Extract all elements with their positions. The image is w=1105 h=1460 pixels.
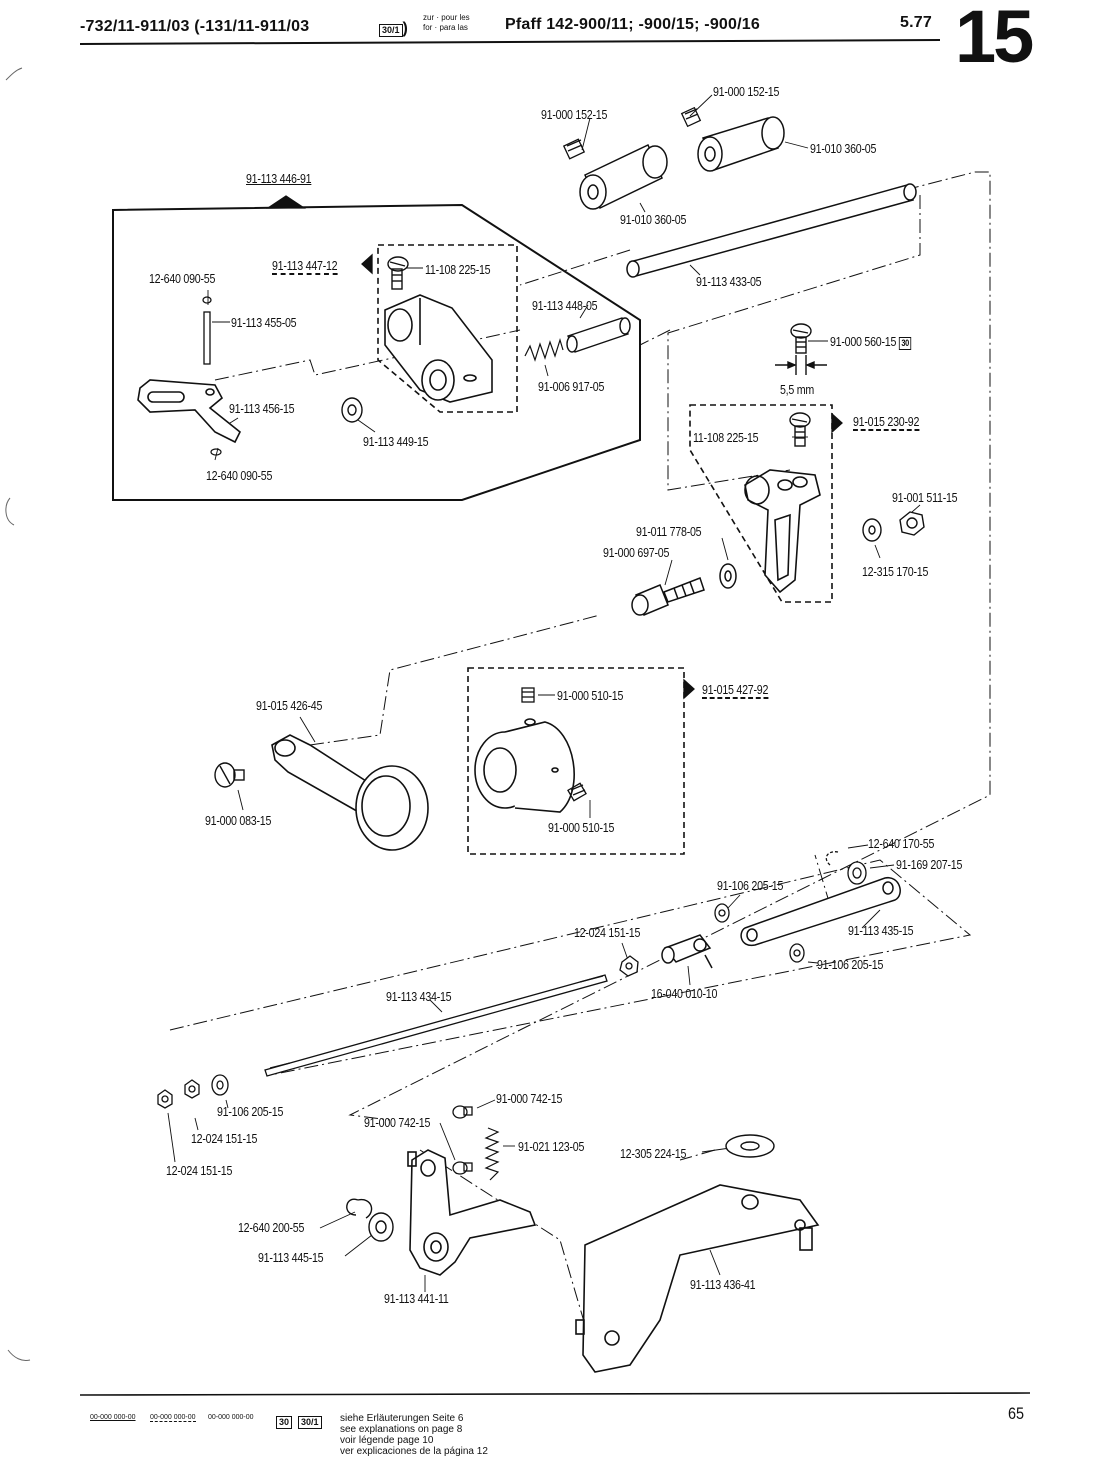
assembly-label: 91-113 446-91: [246, 171, 312, 186]
part-label: 91-010 360-05: [620, 212, 687, 227]
assembly-230-92-pointer: [831, 412, 843, 434]
part-label: 91-113 435-15: [848, 923, 914, 938]
footer-rule: [79, 1392, 1031, 1396]
model-codes-box: 30/1): [379, 20, 408, 38]
part-label: 12-640 090-55: [206, 468, 273, 483]
part-label: 91-169 207-15: [896, 857, 963, 872]
sleeve-b: [697, 116, 785, 172]
issue-date: 5.77: [900, 14, 932, 31]
legend-none: 00-000 000-00: [208, 1414, 254, 1421]
note-es: ver explicaciones de la página 12: [340, 1446, 488, 1457]
part-label: 91-113 433-05: [696, 274, 762, 289]
part-label: 91-000 510-15: [548, 820, 615, 835]
clamp-block: [384, 294, 493, 403]
part-label: 91-006 917-05: [538, 379, 605, 394]
legend-box-30-1: 30/1: [298, 1412, 322, 1430]
part-label: 12-640 200-55: [238, 1220, 305, 1235]
part-label: 12-640 170-55: [868, 836, 935, 851]
eccentric-collar: [474, 718, 575, 813]
legend-box-30: 30: [276, 1412, 293, 1430]
part-label: 12-024 151-15: [191, 1131, 258, 1146]
threaded-rod: [264, 974, 608, 1077]
part-label: 91-001 511-15: [892, 490, 958, 505]
crank-230-92: [744, 469, 821, 594]
ball-joint: [661, 934, 713, 969]
shaft-433: [626, 183, 917, 278]
for-label-1: zur · pour les: [423, 13, 470, 22]
note-de: siehe Erläuterungen Seite 6: [340, 1413, 464, 1424]
part-label: 91-113 456-15: [229, 401, 295, 416]
assembly-230-92-outline: [689, 404, 833, 603]
part-label: 91-106 205-15: [217, 1104, 284, 1119]
angle-bracket: [575, 1184, 820, 1373]
legend-dashed: 00-000 000-00: [150, 1414, 196, 1422]
part-label: 12-305 224-15: [620, 1146, 687, 1161]
stud-697: [631, 563, 737, 616]
part-label: 91-113 445-15: [258, 1250, 324, 1265]
assembly-447-12-pointer: [361, 253, 373, 275]
assembly-446-91-outline: [112, 203, 641, 501]
part-label: 91-000 510-15: [557, 688, 624, 703]
part-label: 91-113 449-15: [363, 434, 429, 449]
part-label: 91-106 205-15: [817, 957, 884, 972]
part-label: 91-113 436-41: [690, 1277, 756, 1292]
part-label: 16-040 010-10: [651, 986, 718, 1001]
legend-plain: 00-000 000-00: [90, 1414, 136, 1421]
part-label: 91-000 083-15: [205, 813, 272, 828]
part-label: 91-021 123-05: [518, 1139, 585, 1154]
part-label: 91-000 152-15: [541, 107, 608, 122]
for-label-2: for · para las: [423, 23, 468, 32]
assembly-446-91-pointer: [265, 195, 307, 209]
part-label: 91-106 205-15: [717, 878, 784, 893]
dimension-label: 5,5 mm: [780, 382, 815, 397]
part-label: 91-113 448-05: [532, 298, 598, 313]
note-fr: voir légende page 10: [340, 1435, 434, 1446]
part-label: 91-113 434-15: [386, 989, 452, 1004]
assembly-427-92-pointer: [683, 678, 695, 700]
lever-456: [137, 379, 242, 444]
part-label: 91-010 360-05: [810, 141, 877, 156]
part-label: 91-011 778-05: [636, 524, 702, 539]
lever-bracket: [407, 1149, 537, 1276]
part-label: 91-113 455-05: [231, 315, 297, 330]
machine-title: Pfaff 142-900/11; -900/15; -900/16: [505, 16, 760, 33]
part-label: 12-024 151-15: [166, 1163, 233, 1178]
part-label: 91-113 441-11: [384, 1291, 449, 1306]
connecting-rod: [271, 734, 429, 851]
model-codes: -732/11-911/03 (-131/11-911/03: [80, 18, 310, 35]
header-rule: [79, 39, 941, 45]
part-label: 12-640 090-55: [149, 271, 216, 286]
assembly-label: 91-015 427-92: [702, 682, 769, 699]
part-label: 11-108 225-15: [425, 262, 491, 277]
part-label: 11-108 225-15: [693, 430, 759, 445]
part-label: 91-000 152-15: [713, 84, 780, 99]
part-label: 91-000 697-05: [603, 545, 670, 560]
part-label: 91-000 742-15: [364, 1115, 431, 1130]
part-label: 12-315 170-15: [862, 564, 929, 579]
assembly-label: 91-113 447-12: [272, 258, 338, 275]
note-en: see explanations on page 8: [340, 1424, 463, 1435]
assembly-447-12-outline: [377, 244, 518, 413]
assembly-label: 91-015 230-92: [853, 414, 920, 431]
page-number: 65: [1008, 1404, 1025, 1423]
assembly-427-92-outline: [467, 667, 685, 855]
sleeve-a: [579, 143, 668, 210]
part-label: 12-024 151-15: [574, 925, 641, 940]
section-number: 15: [955, 0, 1034, 78]
part-label: 91-000 742-15: [496, 1091, 563, 1106]
part-label: 91-000 560-15 30: [830, 334, 912, 350]
part-label: 91-015 426-45: [256, 698, 323, 713]
link-435: [740, 877, 901, 947]
